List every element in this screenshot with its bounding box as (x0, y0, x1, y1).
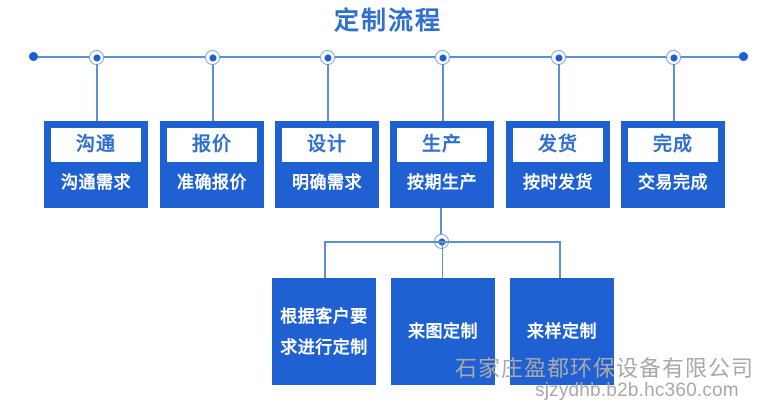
stage-box-1[interactable]: 沟通 沟通需求 (44, 121, 148, 208)
stage-desc-4: 按期生产 (407, 173, 477, 192)
stage-box-6[interactable]: 完成 交易完成 (621, 121, 725, 208)
stage-desc-6: 交易完成 (638, 173, 708, 192)
timeline-stem-2 (211, 64, 214, 122)
stage-box-4[interactable]: 生产 按期生产 (390, 121, 494, 208)
stage-desc-2: 准确报价 (177, 173, 247, 192)
stage-chip-6: 完成 (628, 128, 718, 162)
stage-box-5[interactable]: 发货 按时发货 (506, 121, 610, 208)
watermark-company: 石家庄盈都环保设备有限公司 (455, 356, 755, 381)
timeline-start-dot (29, 52, 38, 61)
stage-chip-2: 报价 (167, 128, 257, 162)
option-box-1[interactable]: 根据客户要求进行定制 (272, 278, 376, 385)
timeline-axis (33, 56, 743, 58)
stage-chip-1: 沟通 (51, 128, 141, 162)
branch-drop-2 (441, 241, 444, 278)
stage-desc-3: 明确需求 (292, 173, 362, 192)
branch-drop-3 (559, 241, 561, 278)
page-title: 定制流程 (333, 7, 442, 35)
stage-chip-4: 生产 (397, 128, 487, 162)
timeline-node-4[interactable] (435, 50, 450, 65)
timeline-node-2[interactable] (205, 50, 220, 65)
branch-stem (440, 208, 442, 241)
stage-chip-3: 设计 (282, 128, 372, 162)
timeline-stem-3 (326, 64, 329, 122)
watermark-url: sjzydhb.b2b.hc360.com (535, 380, 739, 401)
timeline-stem-5 (557, 64, 560, 122)
stage-desc-1: 沟通需求 (61, 173, 131, 192)
stage-box-2[interactable]: 报价 准确报价 (160, 121, 264, 208)
option-box-3[interactable]: 来样定制 (510, 278, 614, 385)
timeline-stem-6 (672, 64, 675, 122)
timeline-stem-1 (95, 64, 98, 122)
option-label-1: 根据客户要求进行定制 (280, 306, 368, 357)
stage-desc-5: 按时发货 (523, 173, 593, 192)
timeline-node-3[interactable] (320, 50, 335, 65)
timeline-stem-4 (441, 64, 444, 122)
option-box-2[interactable]: 来图定制 (391, 278, 495, 385)
branch-drop-1 (324, 241, 326, 278)
stage-chip-5: 发货 (513, 128, 603, 162)
stage-box-3[interactable]: 设计 明确需求 (275, 121, 379, 208)
option-label-3: 来样定制 (527, 322, 597, 341)
timeline-node-6[interactable] (666, 50, 681, 65)
option-label-2: 来图定制 (408, 322, 478, 341)
timeline-node-1[interactable] (89, 50, 104, 65)
timeline-node-5[interactable] (551, 50, 566, 65)
timeline-end-dot (739, 52, 748, 61)
